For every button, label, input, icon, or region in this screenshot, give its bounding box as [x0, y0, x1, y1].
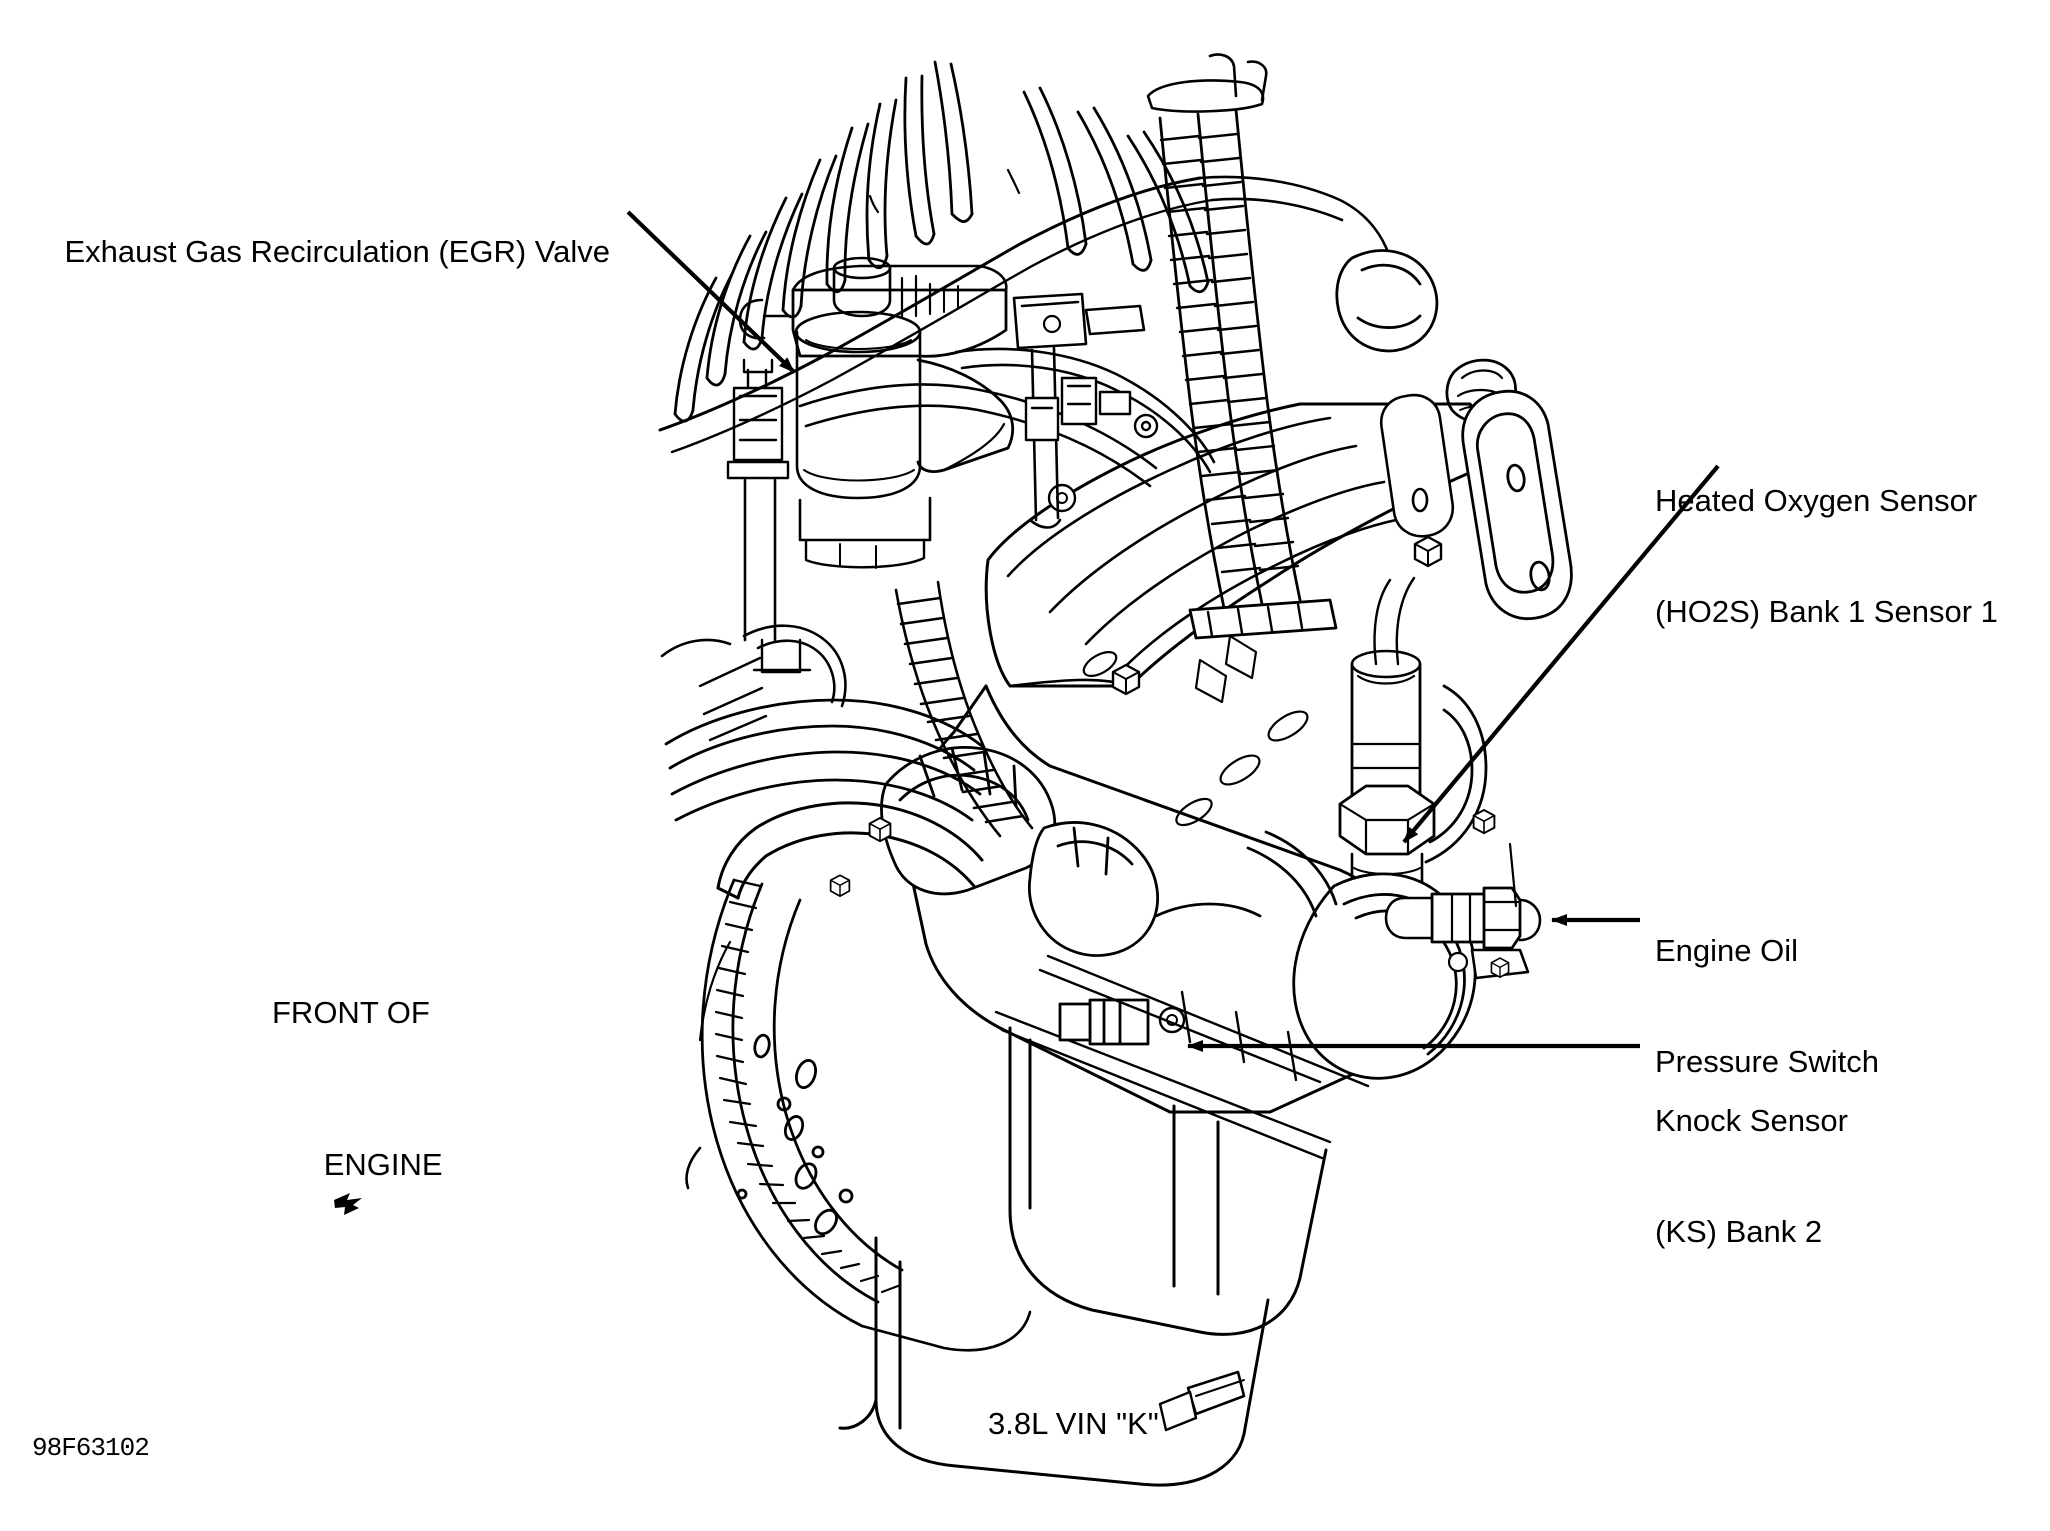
knock-sensor-body	[1058, 998, 1186, 1046]
callout-oil-pressure-switch-line2: Pressure Switch	[1655, 1044, 1879, 1079]
egr-connector	[726, 358, 790, 480]
upper-harness	[798, 292, 1216, 488]
valve-cover-bolts	[1047, 483, 1443, 696]
injector-cluster	[1024, 376, 1159, 442]
callout-ho2s: Heated Oxygen Sensor (HO2S) Bank 1 Senso…	[1655, 408, 1998, 704]
flywheel	[698, 878, 904, 1328]
egr-valve-body	[738, 256, 1015, 569]
orientation-note: FRONT OF ENGINE	[272, 918, 443, 1336]
solid-arrow-right-icon	[333, 1193, 362, 1215]
block-bolt	[1472, 808, 1496, 835]
callout-oil-pressure-switch: Engine Oil Pressure Switch	[1655, 858, 1879, 1154]
corrugated-hose	[894, 580, 1034, 838]
ignition-wire-loom	[1158, 108, 1338, 640]
leader-lines	[626, 210, 1720, 1052]
callout-knock-sensor-line1: Knock Sensor	[1655, 1103, 1848, 1138]
callout-knock-sensor-line2: (KS) Bank 2	[1655, 1214, 1823, 1249]
orientation-note-line2-wrap: ENGINE	[272, 1108, 443, 1260]
orientation-note-line1: FRONT OF	[272, 995, 430, 1030]
oil-pressure-switch-body	[1384, 886, 1542, 980]
oil-pan	[838, 1236, 1270, 1487]
engine-mount-bracket	[1461, 389, 1573, 621]
coolant-hose	[1424, 684, 1488, 864]
oxygen-sensor-body	[1338, 576, 1436, 893]
figure-id: 98F63102	[32, 1433, 150, 1463]
callout-knock-sensor: Knock Sensor (KS) Bank 2	[1655, 1028, 1848, 1324]
callout-oil-pressure-switch-line1: Engine Oil	[1655, 933, 1799, 968]
exhaust-manifold	[880, 745, 1159, 957]
callout-egr-valve-line1: Exhaust Gas Recirculation (EGR) Valve	[64, 234, 611, 269]
callout-ho2s-line1: Heated Oxygen Sensor	[1655, 483, 1978, 518]
figure-caption: 3.8L VIN "K"	[988, 1406, 1159, 1441]
callout-egr-valve: Exhaust Gas Recirculation (EGR) Valve	[30, 196, 610, 307]
callout-ho2s-line2: (HO2S) Bank 1 Sensor 1	[1655, 594, 1998, 629]
intake-runner-fins	[673, 60, 1210, 423]
orientation-note-line2: ENGINE	[323, 1147, 443, 1182]
